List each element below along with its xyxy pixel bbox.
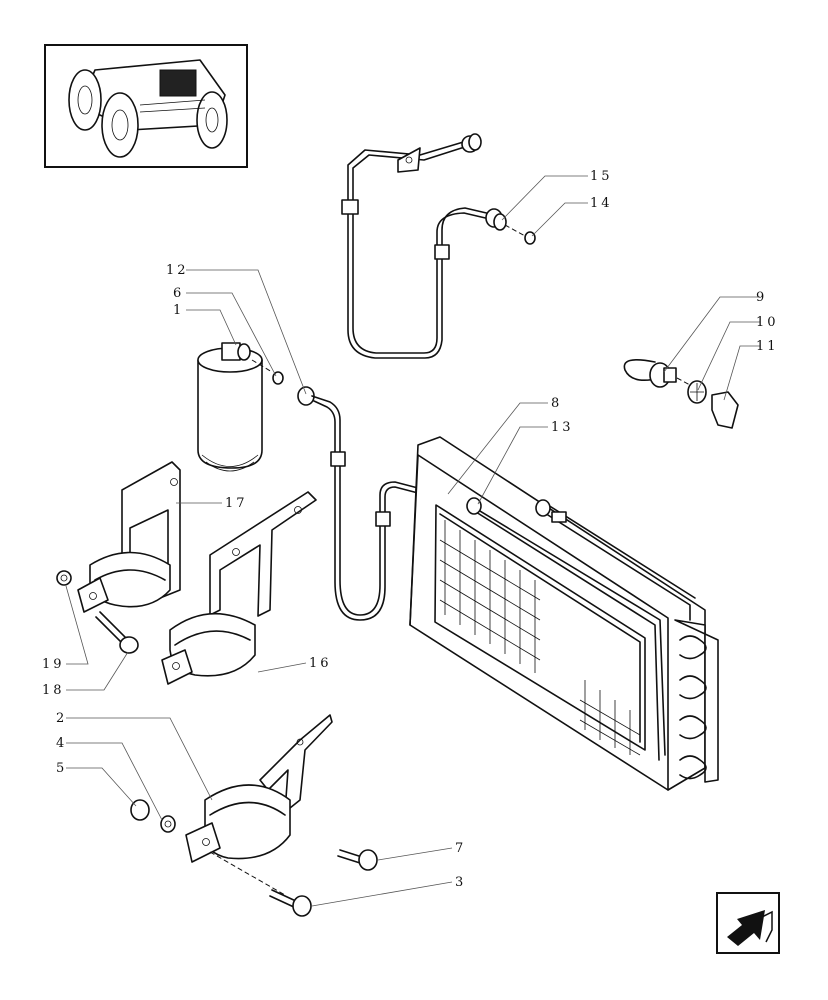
callout-19: 19 <box>42 657 65 672</box>
bracket-17 <box>77 461 181 613</box>
callout-6: 6 <box>173 286 184 301</box>
callout-17: 17 <box>225 496 248 511</box>
tractor-thumbnail <box>44 44 248 168</box>
callout-labels: 12 6 1 8 13 15 14 9 10 11 17 16 19 18 2 … <box>42 169 779 890</box>
callout-9: 9 <box>756 290 767 305</box>
bolt-7 <box>337 849 378 871</box>
callout-8: 8 <box>551 396 562 411</box>
callout-11: 11 <box>756 339 779 354</box>
callout-13: 13 <box>551 420 574 435</box>
leader-lines <box>65 175 760 907</box>
bracket-16 <box>161 491 317 685</box>
condenser-grid <box>439 520 641 756</box>
callout-18: 18 <box>42 683 65 698</box>
callout-1: 1 <box>173 303 184 318</box>
bolt-3 <box>269 889 312 917</box>
receiver-drier <box>197 342 284 472</box>
callout-3: 3 <box>455 875 466 890</box>
callout-16: 16 <box>309 656 332 671</box>
upper-hose-assembly <box>341 133 536 359</box>
callout-14: 14 <box>590 196 613 211</box>
bolt-18-washer-19 <box>56 570 139 654</box>
pressure-switch <box>623 359 739 429</box>
callout-12: 12 <box>166 263 189 278</box>
condenser <box>409 436 719 791</box>
next-page-arrow-icon[interactable] <box>716 892 780 954</box>
callout-10: 10 <box>756 315 779 330</box>
callout-15: 15 <box>590 169 613 184</box>
callout-7: 7 <box>455 841 466 856</box>
bracket-2 <box>130 714 333 896</box>
callout-4: 4 <box>56 736 67 751</box>
callout-2: 2 <box>56 711 67 726</box>
callout-5: 5 <box>56 761 67 776</box>
